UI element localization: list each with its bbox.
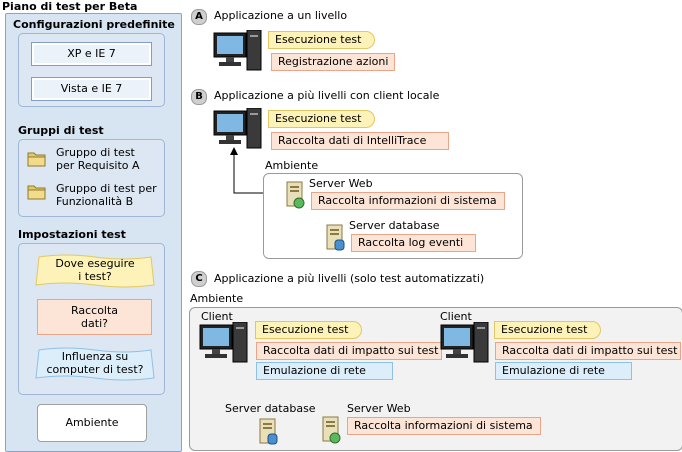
wave-shape [35, 254, 155, 288]
section-b-heading: Applicazione a più livelli con client lo… [214, 89, 440, 102]
section-a-heading: Applicazione a un livello [214, 9, 348, 22]
folder-icon [27, 152, 46, 167]
badge-c: C [191, 271, 207, 287]
b-system-info-label: Raccolta informazioni di sistema [311, 192, 505, 210]
test-group-requirement-a[interactable]: Gruppo di test per Requisito A [27, 146, 162, 174]
c-client2-label: Client [440, 310, 472, 323]
computer-icon [213, 108, 262, 149]
c-client1-label: Client [201, 310, 233, 323]
c-client1-impact: Raccolta dati di impatto sui test [256, 342, 442, 360]
test-groups-title: Gruppi di test [18, 124, 104, 137]
a-run-tests-label: Esecuzione test [268, 31, 375, 49]
folder-icon [27, 185, 46, 200]
c-client1-network: Emulazione di rete [256, 362, 393, 380]
c-client2-network: Emulazione di rete [495, 362, 632, 380]
test-group-feature-b[interactable]: Gruppo di test per Funzionalità B [27, 182, 162, 210]
badge-b: B [191, 89, 207, 105]
server-icon [286, 181, 305, 209]
test-group-label-line1: Gruppo di test [56, 146, 135, 159]
c-environment-label: Ambiente [190, 292, 244, 305]
collect-data-box[interactable]: Raccolta dati? [37, 299, 152, 335]
config-xp-ie7[interactable]: XP e IE 7 [31, 42, 152, 66]
influence-box[interactable]: Influenza su computer di test? [35, 347, 155, 381]
test-groups-group [18, 139, 165, 217]
b-event-log-label: Raccolta log eventi [351, 234, 476, 252]
c-client2-run-tests: Esecuzione test [494, 321, 601, 339]
a-action-recording-label: Registrazione azioni [271, 53, 395, 71]
where-to-run-line2: i test? [78, 270, 112, 283]
environment-button[interactable]: Ambiente [37, 404, 147, 442]
database-server-icon [326, 224, 345, 251]
test-group-label-line1: Gruppo di test per [56, 182, 157, 195]
where-to-run-line1: Dove eseguire [55, 257, 135, 270]
b-db-server-label: Server database [349, 219, 440, 232]
config-vista-ie7[interactable]: Vista e IE 7 [31, 77, 152, 101]
collect-data-line1: Raccolta [70, 304, 119, 317]
c-web-server-label: Server Web [347, 402, 411, 415]
c-client1-run-tests: Esecuzione test [255, 321, 362, 339]
b-intellitrace-label: Raccolta dati di IntelliTrace [271, 132, 449, 150]
b-web-server-label: Server Web [309, 177, 373, 190]
influence-line2: computer di test? [46, 363, 144, 376]
badge-a: A [191, 9, 207, 25]
test-plan-title: Piano di test per Beta [2, 0, 138, 13]
c-system-info-label: Raccolta informazioni di sistema [347, 417, 541, 435]
b-environment-label: Ambiente [265, 159, 319, 172]
c-db-server-label: Server database [225, 402, 316, 415]
server-icon [322, 416, 341, 444]
influence-line1: Influenza su [61, 350, 129, 363]
collect-data-line2: dati? [81, 317, 108, 330]
test-settings-title: Impostazioni test [18, 228, 126, 241]
database-server-icon [259, 418, 278, 445]
computer-icon [199, 322, 248, 363]
configurations-title: Configurazioni predefinite [13, 18, 175, 31]
c-client2-impact: Raccolta dati di impatto sui test [495, 342, 681, 360]
computer-icon [440, 322, 489, 363]
computer-icon [213, 30, 262, 71]
test-group-label-line2: Funzionalità B [56, 195, 134, 208]
wave-shape [35, 347, 155, 381]
b-run-tests-label: Esecuzione test [268, 110, 375, 128]
test-group-label-line2: per Requisito A [56, 159, 140, 172]
section-c-heading: Applicazione a più livelli (solo test au… [214, 272, 485, 285]
where-to-run-box[interactable]: Dove eseguire i test? [35, 254, 155, 288]
